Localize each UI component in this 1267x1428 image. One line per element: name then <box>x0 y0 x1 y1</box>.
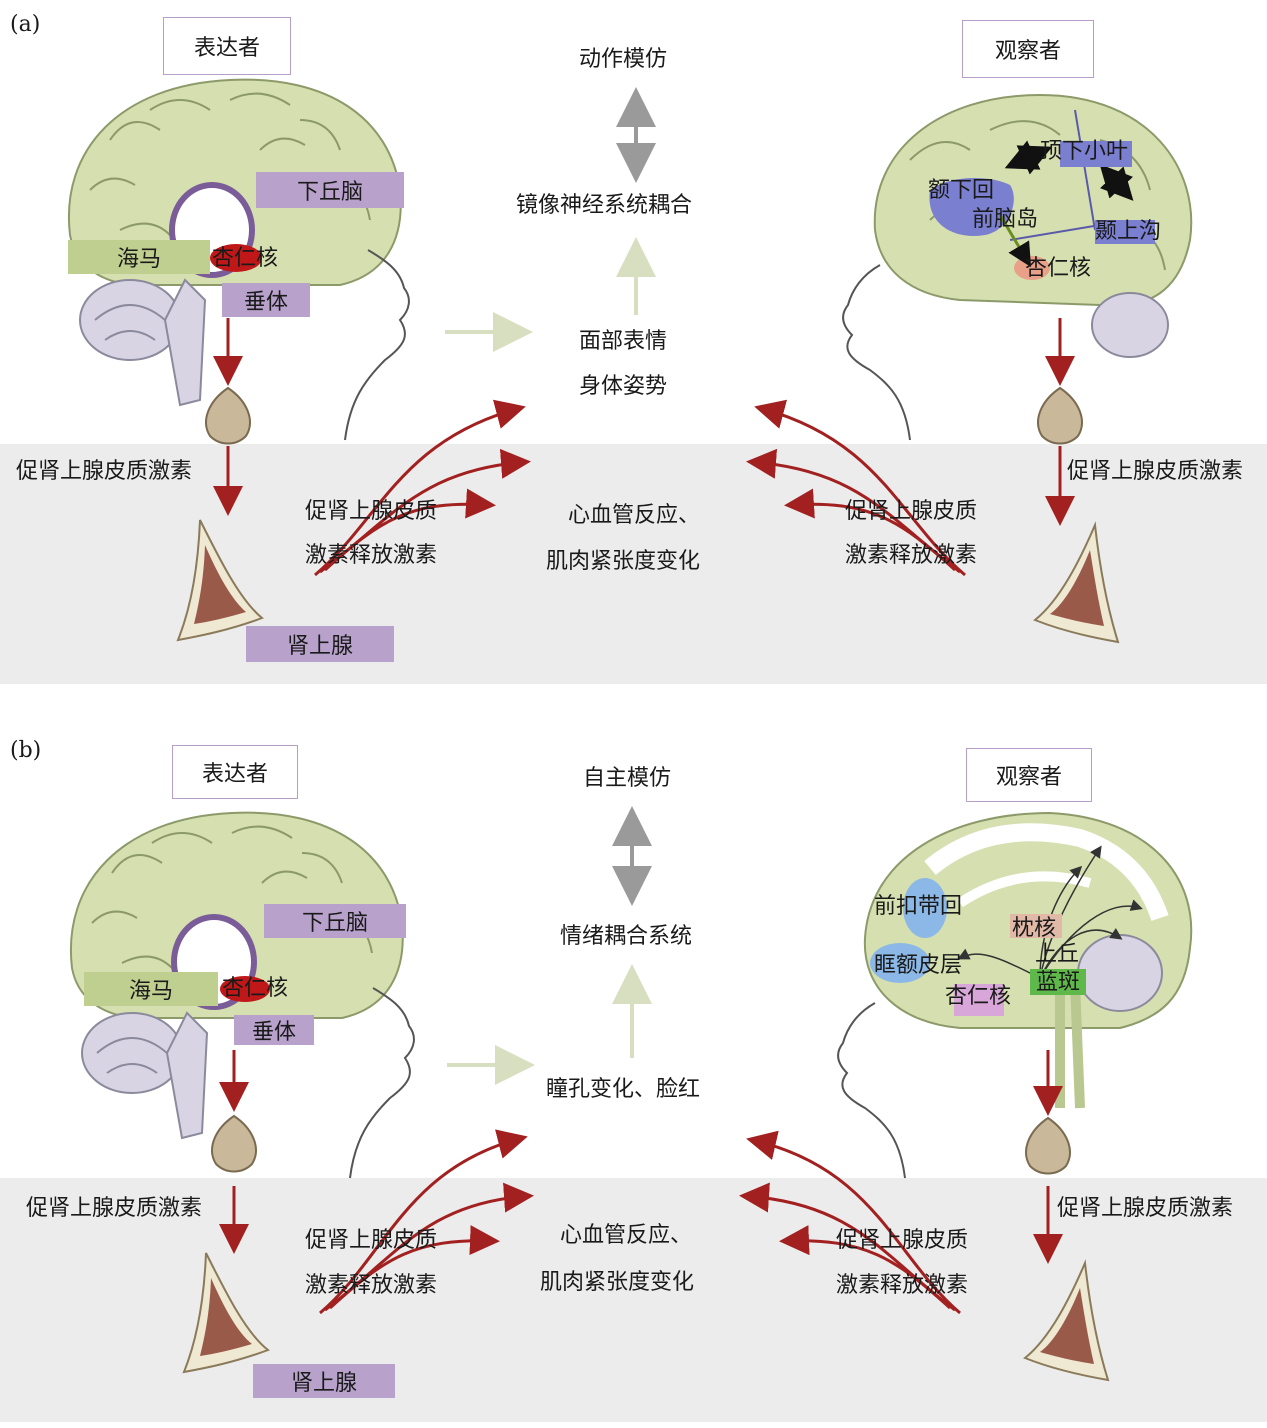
top-mimicry-text: 动作模仿 <box>579 47 668 72</box>
expression-line-1: 面部表情 <box>579 329 668 354</box>
left-crh-line-1: 促肾上腺皮质 <box>305 1228 438 1253</box>
right-acth-text: 促肾上腺皮质激素 <box>1057 1196 1234 1221</box>
pulvinar-highlight <box>1010 914 1062 938</box>
pituitary-label: 垂体 <box>222 283 310 317</box>
amygdala-marker <box>210 244 262 272</box>
center-line-2: 肌肉紧张度变化 <box>546 549 701 574</box>
center-line-1: 心血管反应、 <box>560 1223 693 1248</box>
lc-label: 蓝斑 <box>1036 970 1081 995</box>
sts-label: 颞上沟 <box>1095 219 1162 244</box>
top-mimicry-text: 自主模仿 <box>583 766 672 791</box>
left-brain-illustration <box>67 78 402 407</box>
sc-label: 上丘 <box>1035 942 1080 967</box>
coupling-text: 镜像神经系统耦合 <box>516 193 693 218</box>
ofc-label: 眶额皮层 <box>874 953 963 978</box>
pituitary-label: 垂体 <box>234 1015 314 1045</box>
right-crh-line-2: 激素释放激素 <box>845 543 978 568</box>
left-crh-line-2: 激素释放激素 <box>305 543 438 568</box>
expresser-label: 表达者 <box>172 745 298 799</box>
sts-highlight <box>1095 220 1155 244</box>
panel-letter: (b) <box>10 738 42 763</box>
acc-label: 前扣带回 <box>874 894 963 919</box>
lc-highlight <box>1030 969 1086 995</box>
amygdala-label: 杏仁核 <box>212 246 279 271</box>
left-face-profile <box>349 987 415 1179</box>
adrenal-label: 肾上腺 <box>253 1364 395 1398</box>
left-pituitary-gland <box>211 1114 257 1173</box>
amygdala-label: 杏仁核 <box>222 976 289 1001</box>
ipl-highlight <box>1060 141 1132 167</box>
insula-label: 前脑岛 <box>972 207 1039 232</box>
right-amygdala-highlight <box>954 984 1004 1016</box>
observer-label: 观察者 <box>962 20 1094 78</box>
left-acth-text: 促肾上腺皮质激素 <box>26 1196 203 1221</box>
left-face-profile <box>344 249 410 441</box>
panel-b: (b) 表达者 观察者 自主模仿 情绪耦合系统 瞳孔变化、脸红 心血管反应、 肌… <box>0 728 1267 1428</box>
right-face-profile <box>837 1002 906 1179</box>
expression-line-1: 瞳孔变化、脸红 <box>546 1077 701 1102</box>
ifg-label: 额下回 <box>928 178 995 203</box>
right-crh-line-1: 促肾上腺皮质 <box>836 1228 969 1253</box>
right-acth-text: 促肾上腺皮质激素 <box>1067 459 1244 484</box>
panel-letter: (a) <box>10 12 41 37</box>
panel-a: (a) 表达者 观察者 动作模仿 镜像神经系统耦合 面部表情 身体姿势 心血管反… <box>0 0 1267 700</box>
right-pituitary-gland <box>1037 386 1083 445</box>
left-crh-line-2: 激素释放激素 <box>305 1273 438 1298</box>
expresser-label: 表达者 <box>163 17 291 75</box>
right-pituitary-gland <box>1025 1116 1071 1175</box>
hippocampus-label: 海马 <box>84 972 218 1006</box>
right-amygdala-label: 杏仁核 <box>1025 256 1092 281</box>
left-acth-text: 促肾上腺皮质激素 <box>16 459 193 484</box>
hypothalamus-label: 下丘脑 <box>264 904 406 938</box>
hippocampus-label: 海马 <box>68 240 210 274</box>
hypothalamus-label: 下丘脑 <box>256 172 404 208</box>
right-crh-line-2: 激素释放激素 <box>836 1273 969 1298</box>
observer-label: 观察者 <box>966 748 1092 802</box>
pulvinar-label: 枕核 <box>1012 916 1057 941</box>
center-line-1: 心血管反应、 <box>568 503 701 528</box>
adrenal-label: 肾上腺 <box>246 626 394 662</box>
left-pituitary-gland <box>205 386 251 445</box>
coupling-text: 情绪耦合系统 <box>560 924 693 949</box>
left-crh-line-1: 促肾上腺皮质 <box>305 499 438 524</box>
right-face-profile <box>842 264 911 441</box>
right-crh-line-1: 促肾上腺皮质 <box>845 499 978 524</box>
ipl-label: 顶下小叶 <box>1040 139 1129 164</box>
right-amygdala-label: 杏仁核 <box>945 984 1012 1009</box>
center-line-2: 肌肉紧张度变化 <box>540 1270 695 1295</box>
amygdala-marker <box>220 976 270 1002</box>
panel-a-drawing <box>67 78 1193 644</box>
expression-line-2: 身体姿势 <box>579 374 668 399</box>
